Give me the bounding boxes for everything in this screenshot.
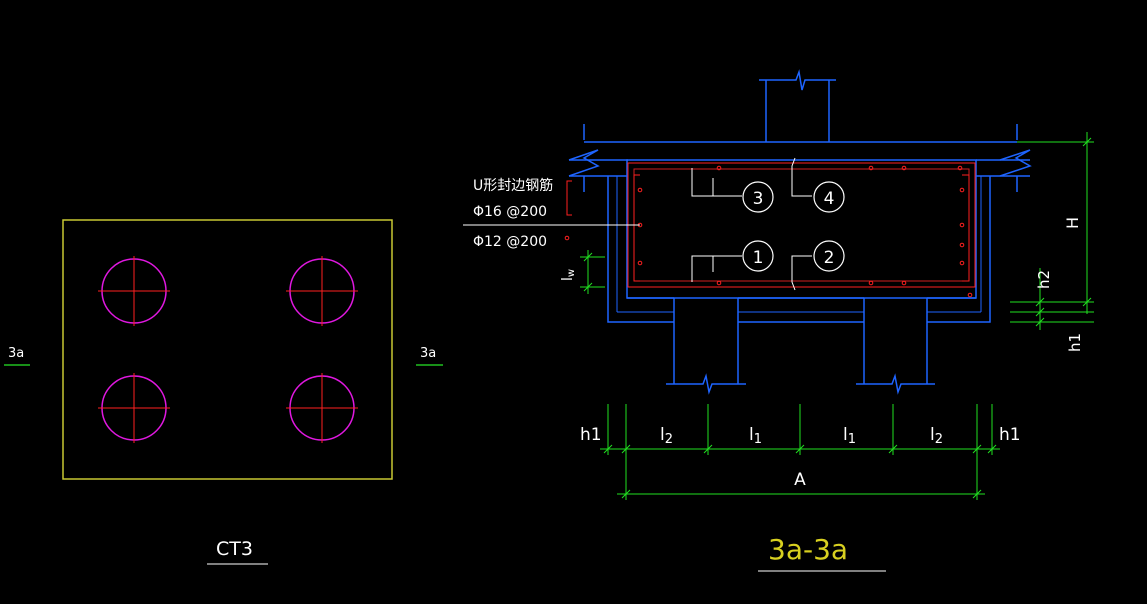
break-right: [999, 149, 1032, 177]
dim-h1-vertical-label: h1: [1066, 333, 1084, 352]
pile-bottom-left: [98, 373, 170, 443]
column: [759, 69, 836, 142]
cushion-outline: [607, 176, 674, 323]
callout-line3: Φ12 @200: [473, 234, 547, 250]
dim-h2-label: h2: [1035, 270, 1053, 289]
pile-bottom-right: [286, 373, 358, 443]
cap-inner-outline: [626, 159, 977, 299]
rebar-outer: [627, 162, 976, 288]
u-bar-right: [962, 174, 970, 282]
dim-vertical-right: [1010, 132, 1094, 330]
callout-line2: Φ16 @200: [473, 204, 547, 220]
svg-text:1: 1: [753, 248, 764, 268]
cushion-outline-right: [927, 176, 991, 323]
rebar-leaders: [691, 157, 812, 291]
callout-line1: U形封边钢筋: [473, 177, 553, 194]
dim-h1-right-label: h1: [999, 425, 1021, 445]
rebar-callout: U形封边钢筋 Φ16 @200 Φ12 @200: [463, 177, 640, 250]
dim-A-label: A: [794, 470, 806, 490]
plan-title: CT3: [216, 538, 253, 560]
dim-lw: [580, 250, 605, 294]
dim-h1-left-label: h1: [580, 425, 602, 445]
dim-l1-left-label: l1: [749, 425, 762, 447]
column-break-line: [759, 69, 836, 91]
pile-break: [666, 373, 746, 395]
pile-cap-plan: 3a 3a CT3: [4, 219, 443, 565]
section-view: 3 4 1 2 U形封边钢筋 Φ16 @200 Φ12 @200: [463, 69, 1094, 572]
rebar-number-1: 1: [742, 240, 774, 272]
pile-top-left: [98, 256, 170, 326]
rebar-number-4: 4: [813, 181, 845, 213]
pile-cap-section: [607, 159, 991, 323]
pile-break: [856, 373, 935, 395]
dim-H-label: H: [1063, 217, 1082, 229]
slab-line: [568, 124, 1032, 192]
section-mark-left: 3a: [8, 346, 24, 361]
u-bar-left: [633, 174, 640, 282]
rebar-cage: [627, 162, 976, 288]
pile-right-section: [856, 298, 935, 395]
dim-horizontal-bottom: [600, 404, 1000, 500]
dim-lw-label: lw: [560, 269, 577, 281]
dim-l2-right-label: l2: [930, 425, 943, 447]
rebar-number-2: 2: [813, 240, 845, 272]
pile-top-right: [286, 256, 358, 326]
dim-l1-right-label: l1: [843, 425, 856, 447]
svg-text:2: 2: [824, 248, 835, 268]
svg-text:4: 4: [824, 189, 835, 209]
dim-l2-left-label: l2: [660, 425, 673, 447]
section-title: 3a-3a: [768, 533, 848, 566]
rebar-number-3: 3: [742, 181, 774, 213]
section-mark-right: 3a: [420, 346, 436, 361]
pile-cap-outline: [62, 219, 393, 480]
break-left: [568, 149, 600, 177]
rebar-dots: [564, 165, 973, 298]
callout-bracket: [566, 180, 572, 216]
rebar-inner: [633, 168, 970, 282]
svg-text:3: 3: [753, 189, 764, 209]
pile-left-section: [666, 298, 746, 395]
